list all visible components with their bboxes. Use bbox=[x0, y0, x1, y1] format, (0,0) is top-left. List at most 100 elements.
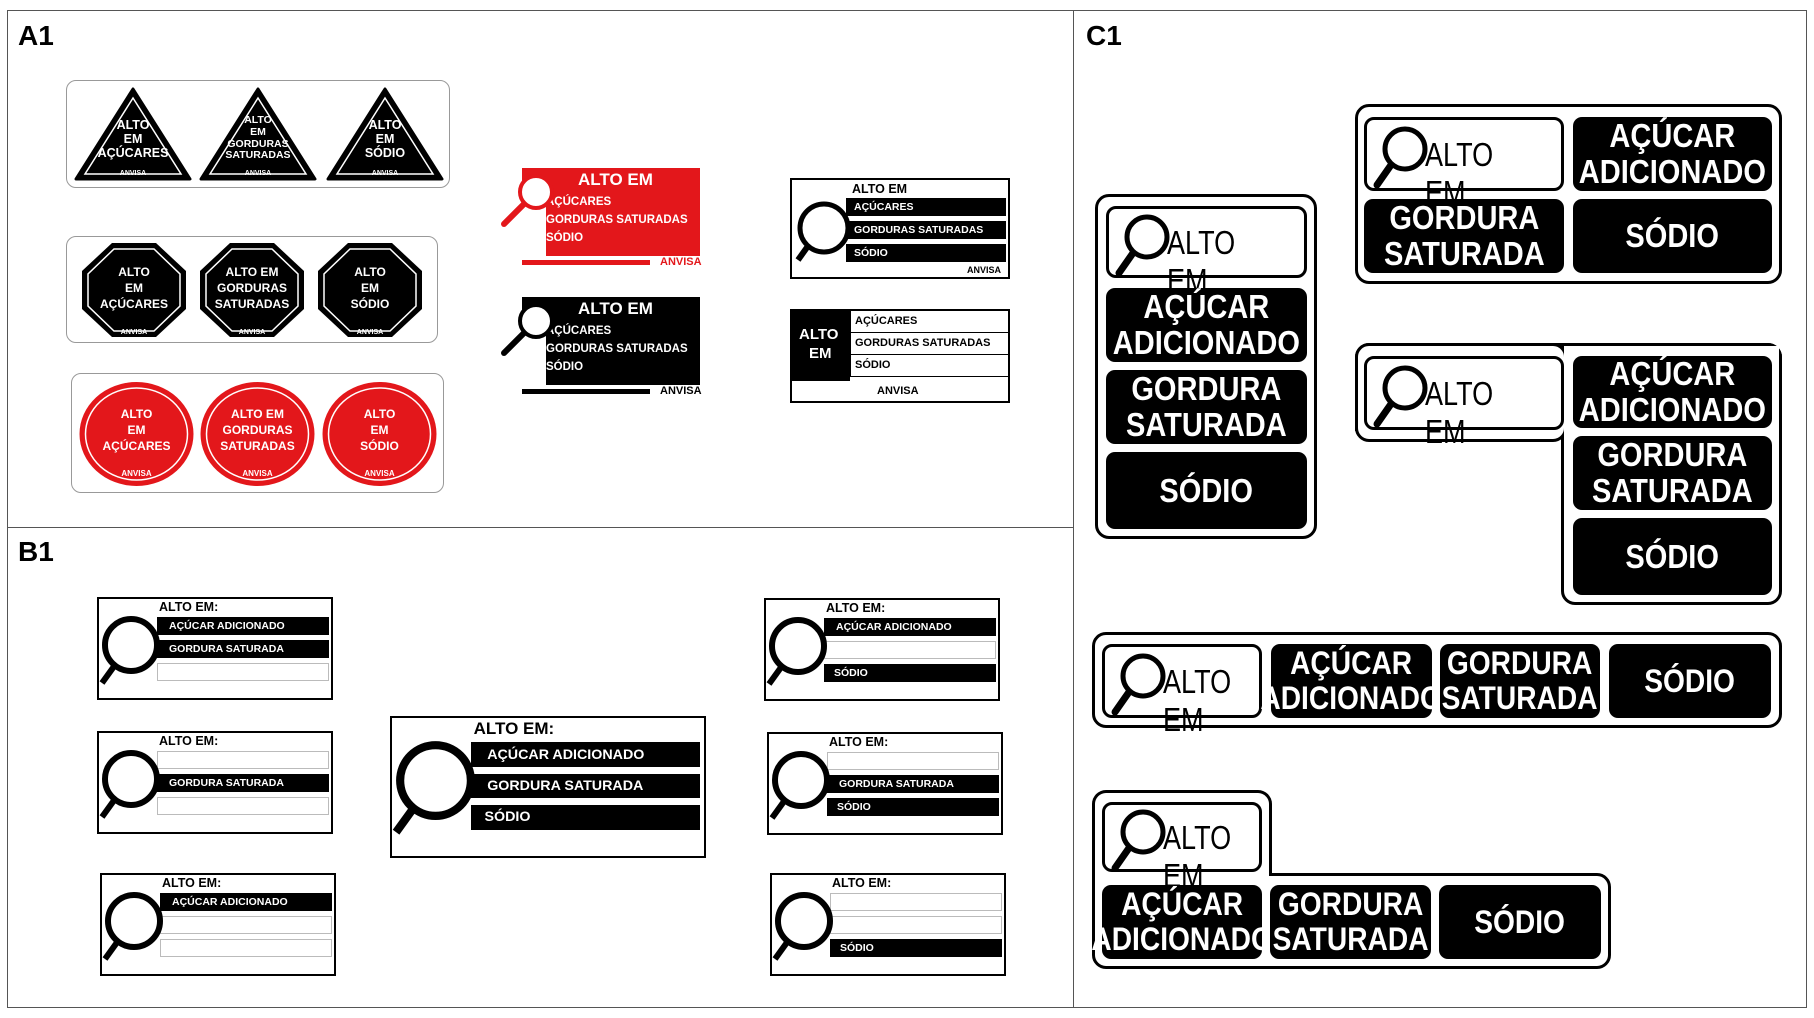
alto-em-header: ALTO EM bbox=[1106, 206, 1307, 299]
panel-label-a1: A1 bbox=[18, 20, 54, 51]
label-item: AÇÚCARES bbox=[855, 315, 918, 327]
anvisa-text: ANVISA bbox=[877, 385, 919, 397]
alto-em-header: ALTO EM bbox=[1102, 644, 1262, 738]
magnifier-icon bbox=[794, 198, 854, 268]
label-item-bar: GORDURA SATURADA bbox=[470, 773, 700, 799]
label-header-bar bbox=[522, 297, 700, 319]
label-title: ALTO EM bbox=[578, 299, 653, 318]
label-item: SÓDIO bbox=[855, 359, 891, 371]
b1-label-all: ALTO EM: AÇÚCAR ADICIONADO GORDURA SATURAD… bbox=[390, 716, 706, 858]
label-item-bar: AÇÚCAR ADICIONADO bbox=[157, 617, 329, 635]
label-item-bar: AÇÚCARES bbox=[846, 198, 1006, 216]
anvisa-text: ANVISA bbox=[119, 170, 147, 177]
label-body bbox=[546, 190, 700, 256]
label-item: SÓDIO bbox=[854, 247, 888, 259]
label-item: SÓDIO bbox=[834, 667, 868, 679]
symbol-text: EM bbox=[361, 281, 379, 295]
label-item: GORDURA SATURADA bbox=[839, 778, 954, 790]
label-title: ALTO EM: bbox=[826, 601, 886, 615]
empty-item-slot bbox=[830, 893, 1002, 911]
label-item: GORDURA SATURADA bbox=[169, 643, 284, 655]
b1-label-sugar-sodium: ALTO EM: AÇÚCAR ADICIONADO SÓDIO bbox=[764, 598, 1000, 701]
label-item: AÇÚCARES bbox=[854, 201, 914, 213]
label-title: ALTO EM bbox=[1163, 663, 1232, 738]
label-title: ALTO EM bbox=[1163, 819, 1232, 894]
magnifier-icon bbox=[102, 889, 166, 965]
label-item-bar: SÓDIO bbox=[830, 939, 1002, 957]
table-left-cell bbox=[792, 311, 850, 381]
label-item: SÓDIO bbox=[484, 809, 531, 826]
vertical-divider bbox=[1073, 10, 1074, 1008]
empty-item-slot bbox=[157, 751, 329, 769]
anvisa-text: ANVISA bbox=[967, 265, 1002, 275]
label-item-bar: GORDURAS SATURADAS bbox=[846, 221, 1006, 239]
symbol-text: AÇÚCARES bbox=[99, 297, 168, 311]
symbol-text: ALTO bbox=[244, 114, 272, 126]
b1-label-sugar: ALTO EM:AÇÚCAR ADICIONADO bbox=[100, 873, 336, 976]
label-item-bar: GORDURA SATURADA bbox=[157, 640, 329, 658]
table-row bbox=[850, 355, 1008, 377]
label-item: GORDURAS SATURADAS bbox=[855, 337, 991, 349]
anvisa-text: ANVISA bbox=[364, 469, 395, 478]
horizontal-divider bbox=[7, 527, 1074, 528]
b1-label-fat: ALTO EM:GORDURA SATURADA bbox=[97, 731, 333, 834]
empty-item-slot bbox=[157, 663, 329, 681]
symbol-text: GORDURAS bbox=[222, 423, 293, 437]
label-item-bar: AÇÚCAR ADICIONADO bbox=[470, 742, 700, 767]
symbol-text: EM bbox=[250, 125, 266, 138]
label-item: AÇÚCARES bbox=[546, 196, 612, 208]
anvisa-text: ANVISA bbox=[238, 329, 266, 336]
symbol-text: SÓDIO bbox=[360, 439, 399, 453]
label-item: GORDURAS SATURADAS bbox=[546, 343, 688, 355]
label-title: ALTO EM: bbox=[832, 876, 892, 890]
label-item: GORDURAS SATURADAS bbox=[546, 214, 688, 226]
label-item-bar: AÇÚCAR ADICIONADO bbox=[824, 618, 996, 636]
label-item: AÇÚCAR ADICIONADO bbox=[169, 620, 285, 632]
symbol-text: EM bbox=[123, 132, 143, 146]
symbol-text: SATURADAS bbox=[225, 149, 291, 162]
symbol-text: ALTO bbox=[118, 265, 150, 279]
anvisa-text: ANVISA bbox=[242, 469, 273, 478]
label-item-bar: SÓDIO bbox=[827, 798, 999, 816]
nutrient-box-sodio: SÓDIO bbox=[1573, 518, 1772, 595]
label-item-bar: GORDURA SATURADA bbox=[827, 775, 999, 793]
label-item: AÇÚCAR ADICIONADO bbox=[836, 621, 952, 633]
label-title: ALTO EM: bbox=[473, 719, 555, 739]
label-item: SÓDIO bbox=[546, 232, 584, 244]
anvisa-text: ANVISA bbox=[371, 170, 399, 177]
symbol-text: SÓDIO bbox=[364, 146, 406, 160]
nutrient-box-sodio: SÓDIO bbox=[1106, 452, 1307, 529]
alto-em-header: ALTO EM bbox=[1364, 117, 1564, 211]
nutrient-box-sodio: SÓDIO bbox=[1573, 199, 1772, 273]
label-item-bar: SÓDIO bbox=[824, 664, 996, 682]
empty-item-slot bbox=[160, 939, 332, 957]
symbol-text: ALTO bbox=[354, 265, 386, 279]
symbol-text: AÇÚCARES bbox=[102, 439, 171, 453]
label-underline bbox=[522, 389, 650, 394]
symbol-text: ALTO bbox=[368, 118, 402, 132]
magnifier-icon bbox=[772, 889, 836, 965]
empty-item-slot bbox=[827, 752, 999, 770]
label-item: GORDURA SATURADA bbox=[169, 777, 284, 789]
alto-em-header: ALTO EM bbox=[1102, 802, 1262, 894]
b1-label-sodium: ALTO EM: SÓDIO bbox=[770, 873, 1006, 976]
magnifier-icon bbox=[769, 748, 833, 824]
label-title: ALTO EM bbox=[1425, 375, 1494, 450]
label-item: AÇÚCARES bbox=[546, 325, 612, 337]
label-title: ALTO EM bbox=[578, 170, 653, 189]
anvisa-text: ANVISA bbox=[120, 329, 148, 336]
magnifier-icon bbox=[1109, 808, 1167, 878]
label-item: GORDURAS SATURADAS bbox=[854, 224, 984, 236]
